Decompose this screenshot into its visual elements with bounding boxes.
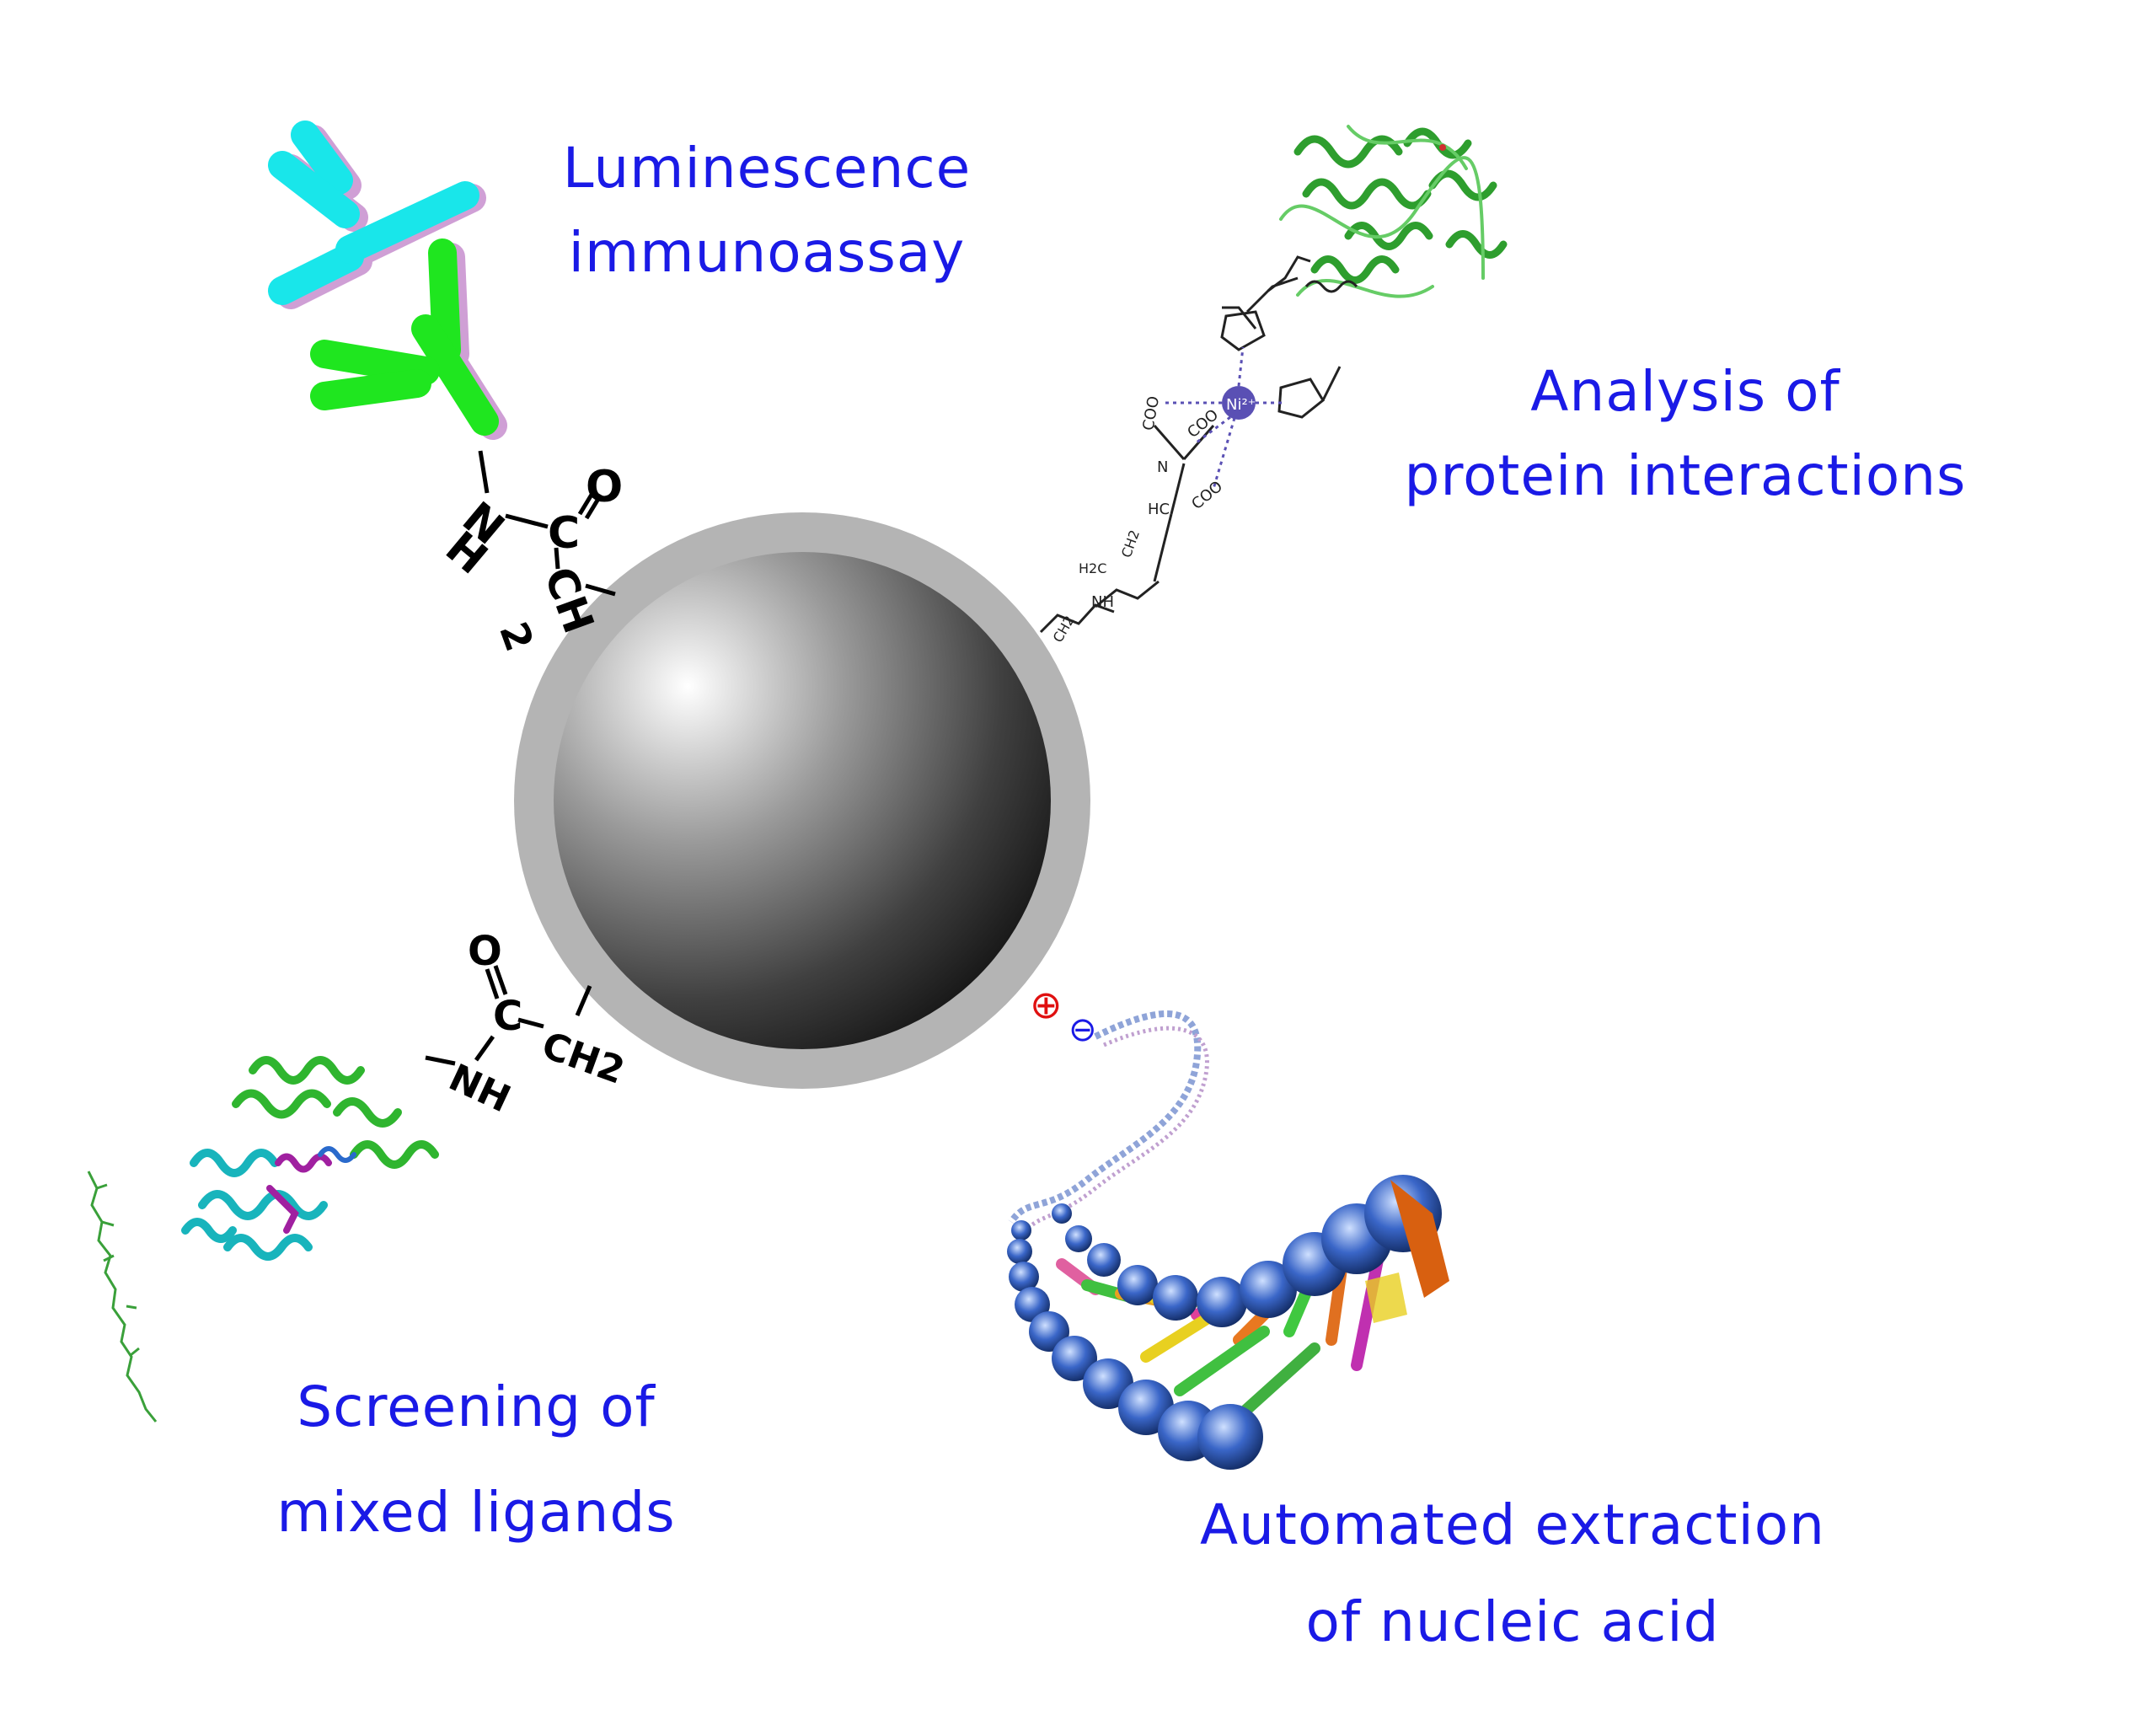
ligand-molecule-icon <box>87 1171 158 1423</box>
ni-nta-linker <box>1039 255 1358 634</box>
nta-coo-1: COO <box>1139 395 1163 432</box>
label-line: Analysis of <box>1530 359 1840 424</box>
linker-top-c: C <box>548 508 580 559</box>
label-luminescence-immunoassay: Luminescence immunoassay <box>472 126 1062 295</box>
label-screening-ligands: Screening of mixed ligands <box>202 1365 750 1555</box>
negative-charge-icon: ⊖ <box>1068 1010 1097 1049</box>
label-line: Automated extraction <box>1199 1492 1825 1557</box>
nta-h2c: H2C <box>1079 560 1106 576</box>
linker-bottom-c: C <box>493 993 522 1040</box>
linker-bottom-nh: NH <box>442 1056 517 1121</box>
linker-bottom-left <box>425 965 592 1066</box>
label-line: immunoassay <box>568 220 966 285</box>
protein-structure-icon <box>1279 125 1508 298</box>
linker-top-sub: 2 <box>490 616 543 657</box>
nta-coo-3: COO <box>1188 478 1226 513</box>
linker-top-o: O <box>586 462 623 512</box>
label-line: protein interactions <box>1404 443 1967 508</box>
antibody-icon <box>268 121 507 440</box>
surface-charges: ⊕ ⊖ <box>1030 982 1097 1049</box>
label-line: mixed ligands <box>276 1480 676 1545</box>
nta-nh: NH <box>1091 593 1114 611</box>
nta-ch2: CH2 <box>1118 528 1143 560</box>
nta-n: N <box>1157 458 1168 476</box>
nickel-ion-icon: Ni²⁺ <box>1163 346 1283 490</box>
dna-helix-icon <box>1007 1010 1449 1470</box>
label-line: Screening of <box>297 1374 656 1439</box>
nta-hc: HC <box>1148 501 1170 518</box>
linker-bottom-o: O <box>468 928 502 975</box>
label-protein-interactions: Analysis of protein interactions <box>1315 350 2056 518</box>
linker-top-left <box>478 450 616 597</box>
label-line: of nucleic acid <box>1305 1589 1720 1654</box>
bead-icon <box>514 512 1090 1089</box>
label-line: Luminescence <box>562 136 972 201</box>
nickel-label: Ni²⁺ <box>1226 396 1256 414</box>
label-nucleic-acid-extraction: Automated extraction of nucleic acid <box>1112 1483 1913 1664</box>
protein-complex-icon <box>181 1056 439 1261</box>
linker-bottom-ch2: CH2 <box>536 1024 629 1093</box>
positive-charge-icon: ⊕ <box>1030 982 1063 1027</box>
